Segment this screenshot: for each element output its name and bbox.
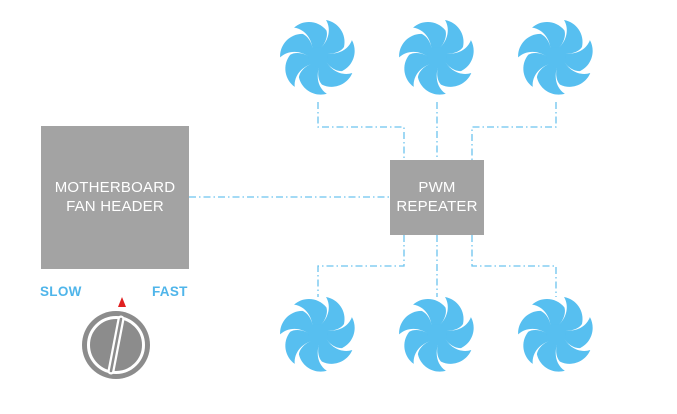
fan-icon bbox=[518, 20, 593, 95]
fan-icon bbox=[518, 297, 593, 372]
motherboard-label-line2: FAN HEADER bbox=[66, 197, 164, 215]
repeater-label-line1: PWM bbox=[418, 179, 456, 197]
motherboard-label-line1: MOTHERBOARD bbox=[54, 179, 176, 197]
fan-icon bbox=[399, 297, 474, 372]
speed-knob-icon bbox=[82, 297, 150, 379]
fan-icon bbox=[399, 20, 474, 95]
repeater-label-line2: REPEATER bbox=[396, 197, 478, 215]
slow-label: SLOW bbox=[40, 284, 82, 299]
wire-bottom-left-fan bbox=[317, 235, 405, 297]
wire-bottom-right-fan bbox=[471, 235, 557, 297]
wire-top-right-fan bbox=[471, 102, 557, 160]
fan-icon bbox=[280, 20, 355, 95]
fast-label: FAST bbox=[152, 284, 188, 299]
wire-top-left-fan bbox=[317, 102, 405, 160]
motherboard-fan-header-box: MOTHERBOARD FAN HEADER bbox=[41, 126, 189, 269]
fan-icon bbox=[280, 297, 355, 372]
pwm-repeater-box: PWM REPEATER bbox=[390, 160, 484, 235]
